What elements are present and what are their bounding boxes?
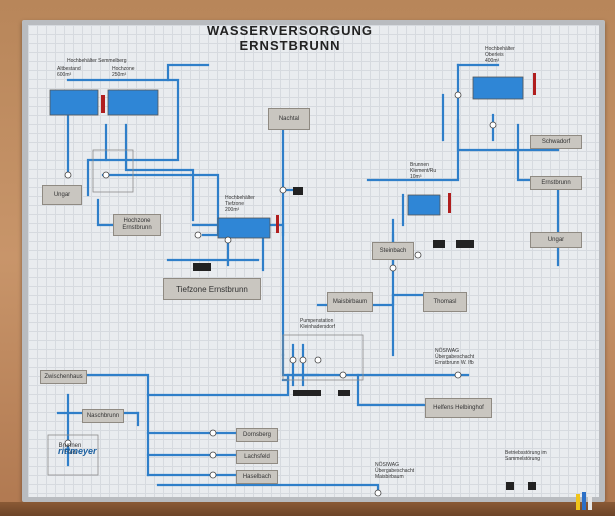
pump-9 <box>314 356 322 364</box>
marker-pens <box>576 492 592 510</box>
label-hb-right: Hochbehälter Oberleis 400m³ <box>485 46 515 64</box>
pump-2 <box>102 171 110 179</box>
displays <box>193 187 536 490</box>
pump-6 <box>389 264 397 272</box>
box-nachtal: Nachtal <box>268 108 310 130</box>
subframe-pump <box>282 334 364 381</box>
level-bar-mid <box>276 215 279 233</box>
box-tiefzone-small: Hochzone Ernstbrunn <box>113 214 161 236</box>
pipe-left-3 <box>166 63 210 82</box>
pumps <box>64 91 497 497</box>
reservoirs <box>49 73 536 239</box>
box-tiefzone: Tiefzone Ernstbrunn <box>163 278 261 300</box>
display-8 <box>528 482 536 490</box>
box-hochbehaelter-r: Steinbach <box>372 242 414 260</box>
pump-7 <box>289 356 297 364</box>
level-bar-left <box>101 95 105 113</box>
pipe-low-9 <box>156 483 380 495</box>
pump-11 <box>454 371 462 379</box>
label-hb-left-a: Altbestand 600m³ <box>57 66 81 78</box>
pump-1 <box>64 171 72 179</box>
box-zwischenhaus: Zwischenhaus <box>40 370 87 384</box>
box-ungar: Ungar <box>42 185 82 205</box>
box-helfens: Helfens Helbinghof <box>425 398 492 418</box>
label-evn-2: NÖSIWAG Übergabeschacht Maisbirbaum <box>375 462 415 480</box>
pipe-left-7 <box>96 198 115 227</box>
pipe-left-5 <box>124 123 195 222</box>
pump-16 <box>374 489 382 497</box>
pump-17 <box>454 91 462 99</box>
label-brunnen: Brunnen Klement/Ru 10m³ <box>410 162 437 180</box>
box-maisbirbaum: Maisbirbaum <box>327 292 373 312</box>
reservoir-right <box>472 76 524 100</box>
white-marker-icon <box>588 496 592 510</box>
display-4 <box>456 240 474 248</box>
blue-marker-icon <box>582 492 586 510</box>
label-hb-mid: Hochbehälter Tiefzone 200m³ <box>225 195 255 213</box>
yellow-marker-icon <box>576 494 580 510</box>
box-brunnen: Brunnen Feld <box>58 443 82 456</box>
wall-bottom <box>0 502 615 516</box>
pipe-network <box>47 63 560 497</box>
level-bar-right <box>533 73 536 95</box>
pump-14 <box>209 451 217 459</box>
pump-10 <box>339 371 347 379</box>
box-naschbrunn: Naschbrunn <box>82 409 124 423</box>
pipe-pump-4 <box>356 373 430 407</box>
pipe-low-1 <box>66 373 150 477</box>
pump-18 <box>489 121 497 129</box>
box-schwadorf: Schwadorf <box>530 135 582 149</box>
subframe-left <box>92 149 134 193</box>
label-evn-1: NÖSIWAG Übergabeschacht Ernstbrunn W. If… <box>435 348 475 366</box>
pump-4 <box>224 236 232 244</box>
box-dornsberg: Dornsberg <box>236 428 278 442</box>
board-title: WASSERVERSORGUNG ERNSTBRUNN <box>206 23 373 53</box>
level-bar-brunnen <box>448 193 451 213</box>
pump-13 <box>209 429 217 437</box>
box-haselbach: Haselbach <box>236 470 278 484</box>
label-pumpen: Pumpenstation Kleinhadersdorf <box>300 318 336 330</box>
pump-5 <box>279 186 287 194</box>
label-hb-left-b: Hochzone 250m³ <box>112 66 135 78</box>
box-thomasl: Thomasl <box>423 292 467 312</box>
display-7 <box>506 482 514 490</box>
reservoir-left-b <box>107 89 159 116</box>
pump-8 <box>299 356 307 364</box>
box-ernstbrunn-r: Ernstbrunn <box>530 176 582 190</box>
pump-19 <box>414 251 422 259</box>
subframe-brunnen <box>47 434 99 476</box>
box-lachsfeld: Lachsfeld <box>236 450 278 464</box>
display-1 <box>293 187 303 195</box>
pipe-right-5 <box>516 123 560 182</box>
reservoir-brunnen <box>407 194 441 216</box>
pipe-right-7 <box>366 118 460 182</box>
display-6 <box>338 390 350 396</box>
reservoir-mid <box>217 217 271 239</box>
pipe-left-1 <box>66 78 180 197</box>
brand-logo: rittmeyer <box>58 446 97 456</box>
pump-3 <box>194 231 202 239</box>
pipe-low-7 <box>146 373 290 397</box>
label-status: Betriebsstörung im Sammelstörung <box>505 450 547 462</box>
reservoir-left-a <box>49 89 99 116</box>
label-hb-left: Hochbehälter Semmelberg <box>67 58 127 64</box>
pipe-left-6 <box>101 173 220 237</box>
box-ungar-r: Ungar <box>530 232 582 248</box>
display-5 <box>293 390 321 396</box>
pump-12 <box>64 439 72 447</box>
display-3 <box>433 240 445 248</box>
pump-15 <box>209 471 217 479</box>
display-2 <box>193 263 211 271</box>
